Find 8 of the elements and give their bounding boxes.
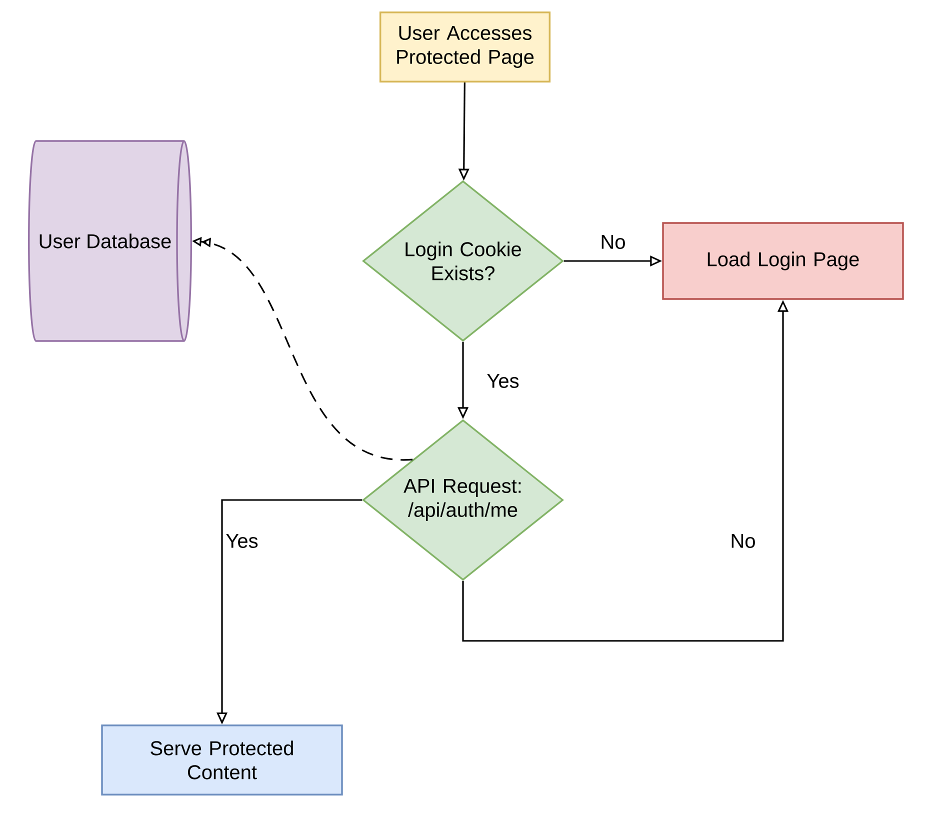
- edge-label: Yes: [223, 531, 261, 551]
- edge-label: No: [598, 232, 628, 252]
- process-box: Serve Protected Content: [101, 724, 343, 796]
- edge-label: No: [728, 531, 758, 551]
- process-box: Load Login Page: [662, 222, 904, 300]
- edge-label: Yes: [484, 371, 522, 391]
- database-cylinder: User Database: [28, 140, 192, 342]
- process-box: User Accesses Protected Page: [379, 11, 551, 83]
